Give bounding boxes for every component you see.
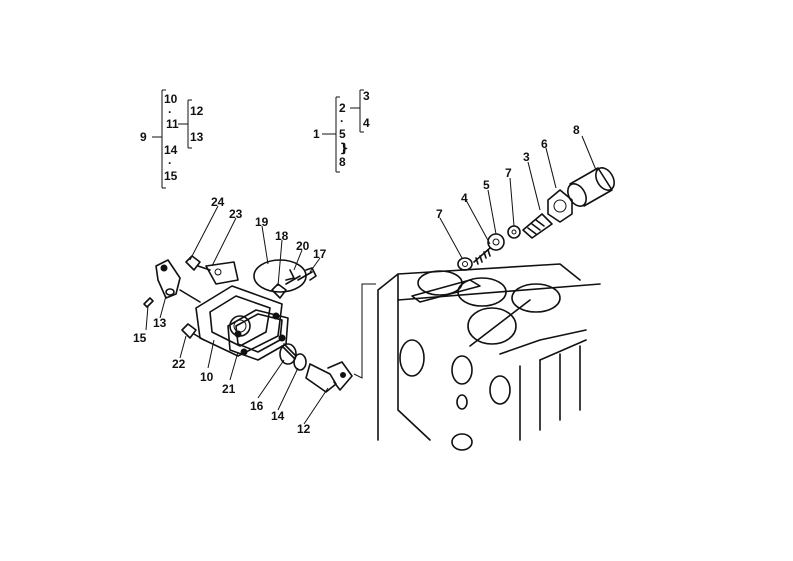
part-label-3: 3	[523, 150, 530, 164]
label-9: 9	[140, 130, 147, 144]
governor-cover-assembly	[143, 255, 376, 393]
part-label-4: 4	[461, 191, 468, 205]
label-3: 3	[363, 89, 370, 103]
part-label-12: 12	[297, 422, 311, 436]
part-label-7a: 7	[436, 207, 443, 221]
part-label-24: 24	[211, 195, 225, 209]
label-1: 1	[313, 127, 320, 141]
label-5: 5	[339, 127, 346, 141]
part-label-21: 21	[222, 382, 236, 396]
label-14: 14	[164, 143, 178, 157]
part-label-14: 14	[271, 409, 285, 423]
svg-text:❵: ❵	[339, 141, 349, 155]
part-label-22: 22	[172, 357, 186, 371]
part-label-10: 10	[200, 370, 214, 384]
svg-text:·: ·	[340, 114, 344, 128]
tree-group-9: 10 11 9 14 15 12 13 · ·	[140, 89, 204, 189]
svg-text:·: ·	[168, 156, 172, 170]
label-10: 10	[164, 92, 178, 106]
label-12: 12	[190, 104, 204, 118]
svg-text:·: ·	[168, 105, 172, 119]
part-label-15: 15	[133, 331, 147, 345]
part-labels: 8 6 3 7 5 4 7 24 23 19 18 20 17 15 13 22…	[133, 123, 580, 436]
label-8: 8	[339, 155, 346, 169]
label-2: 2	[339, 101, 346, 115]
part-label-13: 13	[153, 316, 167, 330]
part-label-20: 20	[296, 239, 310, 253]
part-label-16: 16	[250, 399, 264, 413]
part-label-18: 18	[275, 229, 289, 243]
label-11: 11	[166, 117, 179, 131]
label-13: 13	[190, 130, 204, 144]
part-label-19: 19	[255, 215, 269, 229]
regulator-assembly	[457, 167, 615, 271]
label-15: 15	[164, 169, 178, 183]
part-label-8: 8	[573, 123, 580, 137]
part-label-17: 17	[313, 247, 327, 261]
engine-block	[377, 263, 601, 451]
part-label-6: 6	[541, 137, 548, 151]
part-label-7b: 7	[505, 166, 512, 180]
label-4: 4	[363, 116, 370, 130]
part-label-23: 23	[229, 207, 243, 221]
leader-lines	[145, 135, 597, 425]
part-label-5: 5	[483, 178, 490, 192]
tree-group-1: 2 1 5 8 3 4 · ❵	[313, 89, 370, 173]
